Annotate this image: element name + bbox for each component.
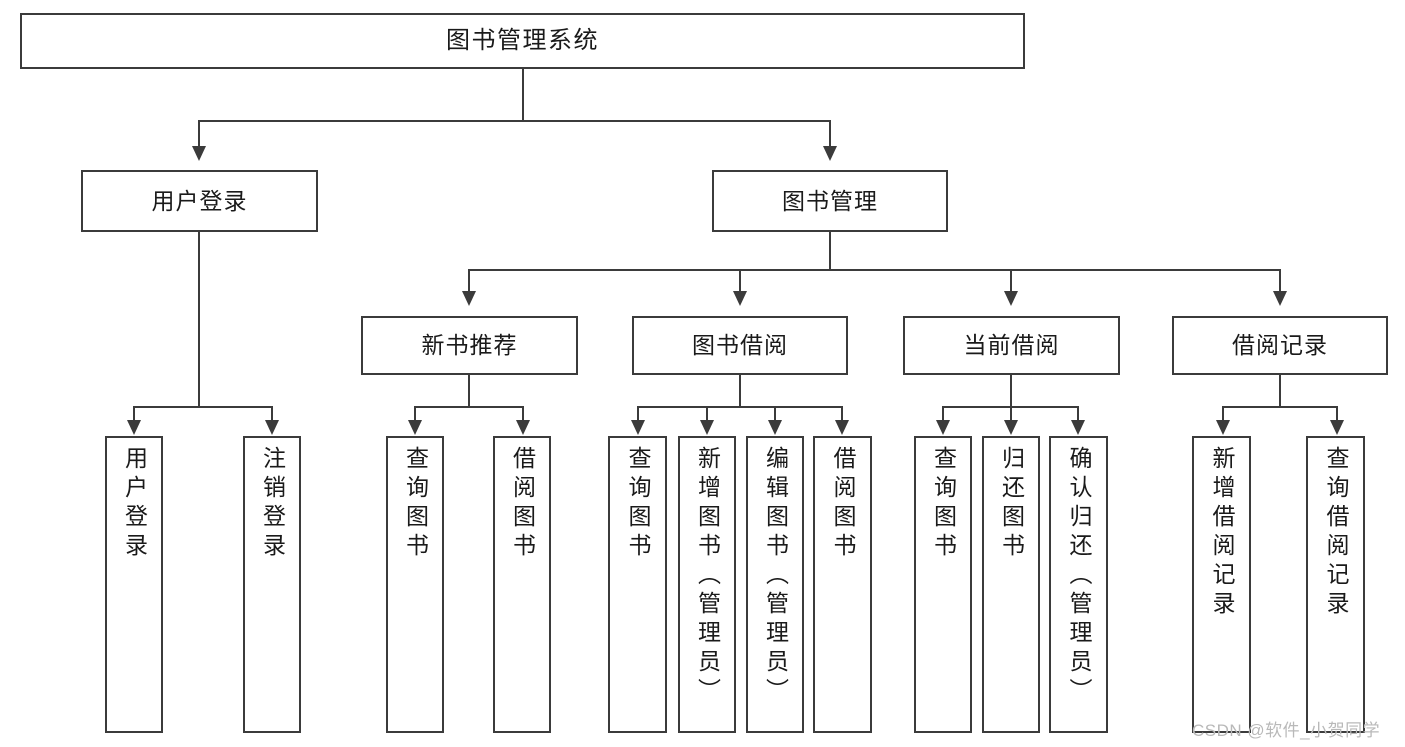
- node-new-book-recommend[interactable]: 新书推荐: [361, 316, 578, 375]
- connector-bb-to-leaf-1: [706, 406, 708, 422]
- connector-br-bus: [1222, 406, 1338, 408]
- leaf-user-login-user-login[interactable]: 用户登录: [105, 436, 163, 733]
- arrowhead-book-management: [823, 146, 837, 161]
- node-book-borrow[interactable]: 图书借阅: [632, 316, 848, 375]
- leaf-current-borrow-confirm-return-admin[interactable]: 确认归还（管理员）: [1049, 436, 1108, 733]
- connector-bm-to-book-borrow: [739, 269, 741, 293]
- connector-br-to-leaf-1: [1336, 406, 1338, 422]
- arrowhead-user-login-leaf-0: [127, 420, 141, 435]
- connector-user-login-bus: [133, 406, 272, 408]
- connector-bm-to-borrow-record: [1279, 269, 1281, 293]
- node-label: 当前借阅: [963, 332, 1060, 359]
- connector-br-stem: [1279, 375, 1281, 408]
- connector-cb-to-leaf-0: [942, 406, 944, 422]
- leaf-new-book-borrow-book[interactable]: 借阅图书: [493, 436, 551, 733]
- arrowhead-nbr-leaf-0: [408, 420, 422, 435]
- node-book-management-system[interactable]: 图书管理系统: [20, 13, 1025, 69]
- connector-book-management-stem: [829, 232, 831, 270]
- node-label: 图书管理: [782, 187, 878, 214]
- arrowhead-bb-leaf-2: [768, 420, 782, 435]
- arrowhead-borrow-record: [1273, 291, 1287, 306]
- node-label: 用户登录: [151, 187, 248, 214]
- connector-root-stem: [522, 69, 524, 121]
- node-label: 借阅记录: [1232, 332, 1328, 359]
- connector-nbr-stem: [468, 375, 470, 408]
- arrowhead-new-book-recommend: [462, 291, 476, 306]
- leaf-current-borrow-query-book[interactable]: 查询图书: [914, 436, 972, 733]
- arrowhead-bb-leaf-3: [835, 420, 849, 435]
- connector-nbr-bus: [414, 406, 524, 408]
- leaf-book-borrow-borrow-book[interactable]: 借阅图书: [813, 436, 872, 733]
- arrowhead-nbr-leaf-1: [516, 420, 530, 435]
- connector-br-to-leaf-0: [1222, 406, 1224, 422]
- leaf-current-borrow-return-book[interactable]: 归还图书: [982, 436, 1040, 733]
- arrowhead-user-login-leaf-1: [265, 420, 279, 435]
- connector-user-login-stem: [198, 232, 200, 408]
- node-label: 借阅图书: [830, 446, 856, 562]
- node-label: 确认归还（管理员）: [1066, 446, 1092, 707]
- leaf-book-borrow-query-book[interactable]: 查询图书: [608, 436, 667, 733]
- connector-bm-to-current-borrow: [1010, 269, 1012, 293]
- node-label: 借阅图书: [509, 446, 536, 562]
- connector-root-to-book-management: [829, 120, 831, 148]
- csdn-watermark: CSDN @软件_小贺同学: [1192, 721, 1381, 740]
- connector-bm-to-new-book: [468, 269, 470, 293]
- connector-bb-to-leaf-0: [637, 406, 639, 422]
- connector-book-management-bus: [468, 269, 1280, 271]
- node-label: 编辑图书（管理员）: [762, 446, 789, 707]
- node-label: 图书管理系统: [446, 27, 599, 54]
- arrowhead-cb-leaf-0: [936, 420, 950, 435]
- connector-cb-to-leaf-2: [1077, 406, 1079, 422]
- connector-user-login-to-leaf-1: [271, 406, 273, 422]
- arrowhead-br-leaf-1: [1330, 420, 1344, 435]
- node-label: 查询借阅记录: [1323, 446, 1349, 620]
- connector-bb-stem: [739, 375, 741, 408]
- node-borrow-record[interactable]: 借阅记录: [1172, 316, 1388, 375]
- connector-nbr-to-leaf-0: [414, 406, 416, 422]
- connector-bb-bus: [637, 406, 842, 408]
- arrowhead-bb-leaf-0: [631, 420, 645, 435]
- node-label: 新书推荐: [421, 332, 518, 359]
- arrowhead-current-borrow: [1004, 291, 1018, 306]
- node-label: 查询图书: [402, 446, 429, 562]
- node-label: 图书借阅: [692, 332, 788, 359]
- arrowhead-user-login: [192, 146, 206, 161]
- arrowhead-bb-leaf-1: [700, 420, 714, 435]
- connector-cb-to-leaf-1: [1010, 406, 1012, 422]
- leaf-book-borrow-add-book-admin[interactable]: 新增图书（管理员）: [678, 436, 736, 733]
- node-label: 新增借阅记录: [1209, 446, 1235, 620]
- node-label: 查询图书: [625, 446, 651, 562]
- node-user-login[interactable]: 用户登录: [81, 170, 318, 232]
- connector-bb-to-leaf-2: [774, 406, 776, 422]
- leaf-user-login-logout[interactable]: 注销登录: [243, 436, 301, 733]
- node-label: 新增图书（管理员）: [694, 446, 721, 707]
- connector-root-bus: [198, 120, 830, 122]
- connector-cb-stem: [1010, 375, 1012, 408]
- node-current-borrow[interactable]: 当前借阅: [903, 316, 1120, 375]
- arrowhead-book-borrow: [733, 291, 747, 306]
- node-label: 注销登录: [259, 446, 286, 562]
- connector-user-login-to-leaf-0: [133, 406, 135, 422]
- connector-nbr-to-leaf-1: [522, 406, 524, 422]
- leaf-new-book-query-book[interactable]: 查询图书: [386, 436, 444, 733]
- leaf-borrow-record-query-record[interactable]: 查询借阅记录: [1306, 436, 1365, 733]
- node-book-management[interactable]: 图书管理: [712, 170, 948, 232]
- arrowhead-br-leaf-0: [1216, 420, 1230, 435]
- connector-root-to-user-login: [198, 120, 200, 148]
- arrowhead-cb-leaf-1: [1004, 420, 1018, 435]
- node-label: 用户登录: [121, 446, 148, 562]
- node-label: 查询图书: [930, 446, 957, 562]
- arrowhead-cb-leaf-2: [1071, 420, 1085, 435]
- leaf-book-borrow-edit-book-admin[interactable]: 编辑图书（管理员）: [746, 436, 804, 733]
- leaf-borrow-record-add-record[interactable]: 新增借阅记录: [1192, 436, 1251, 733]
- node-label: 归还图书: [998, 446, 1025, 562]
- connector-bb-to-leaf-3: [841, 406, 843, 422]
